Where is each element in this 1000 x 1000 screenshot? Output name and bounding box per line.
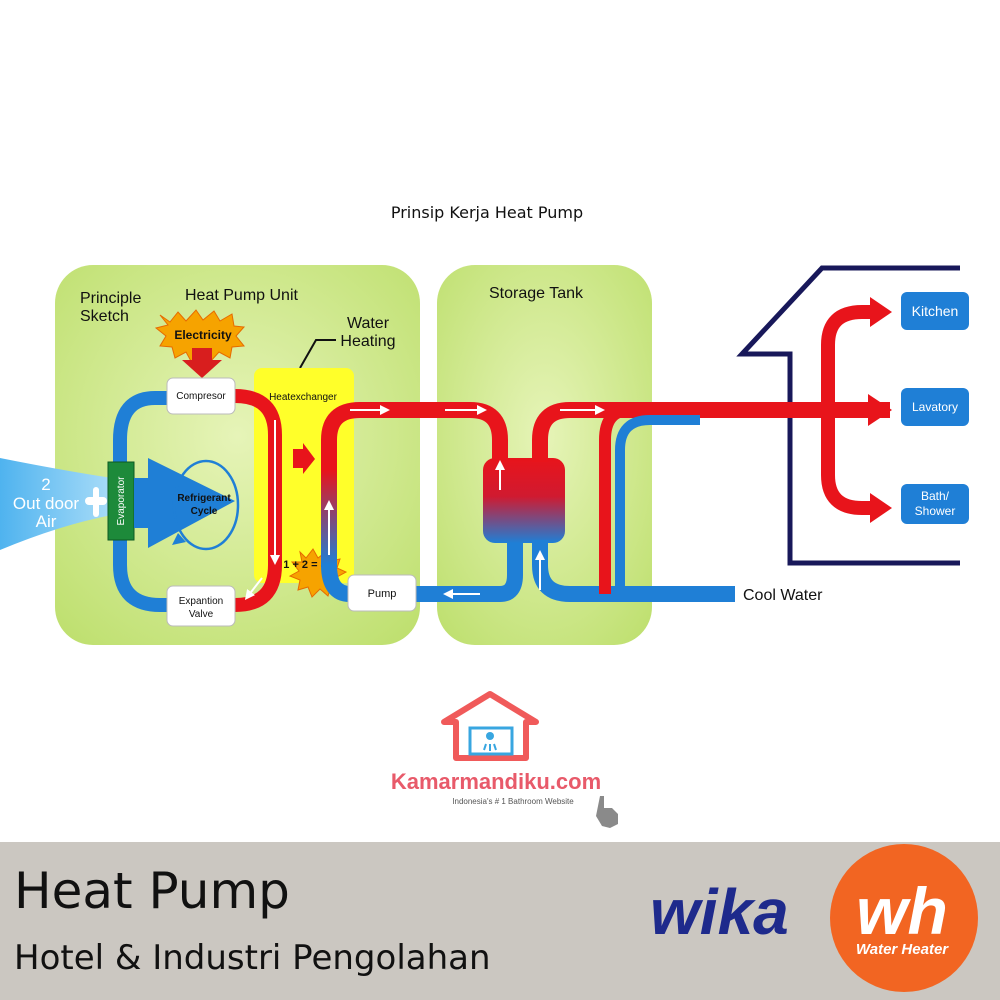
footer-banner: Heat Pump Hotel & Industri Pengolahan wi… [0,842,1000,1000]
refrigerant-label-2: Cycle [191,506,218,517]
bath-shower-button [901,484,969,524]
cool-water-bypass-red [599,404,631,594]
evaporator-big-arrow [134,458,235,548]
heat-pump-unit-label: Heat Pump Unit [185,287,298,304]
water-heating-label-1: Water [347,315,390,332]
cold-water-return-pipe [321,540,523,602]
water-heating-label-2: Heating [340,333,395,350]
distribution-pipe-kitchen [821,305,878,410]
compresor-box [166,377,236,415]
expansion-valve-label-1: Expantion [179,596,223,607]
lavatory-arrowhead [868,394,892,426]
cool-water-bypass-pipe [615,415,700,594]
storage-tank-label: Storage Tank [489,285,584,302]
compresor-label: Compresor [176,391,226,402]
house-outline [736,265,960,566]
lavatory-label: Lavatory [912,400,958,414]
kitchen-label: Kitchen [912,303,959,319]
bath-arrowhead [870,493,892,523]
house-logo-icon [441,691,539,761]
refrigerant-label-1: Refrigerant [177,493,231,504]
footer-subtitle: Hotel & Industri Pengolahan [14,938,491,978]
hot-water-pipe-to-tank [321,402,508,560]
wika-logo: wika wh Water Heater [650,844,978,992]
kitchen-button [901,292,969,330]
wh-badge-text: wh [856,874,948,948]
lavatory-button [901,388,969,426]
wh-badge-subtitle: Water Heater [856,941,949,958]
evaporator [107,461,135,541]
evaporator-label: Evaporator [116,476,127,526]
electricity-label: Electricity [174,328,232,342]
electricity-arrow [182,348,222,378]
kamarmandiku-tagline: Indonesia's # 1 Bathroom Website [452,797,574,806]
pump-box [347,574,417,612]
bath-label-2: Shower [915,504,956,518]
distribution-pipe-bath [821,410,878,515]
heatexchanger-label: Heatexchanger [269,392,337,403]
heat-transfer-arrow [293,443,315,474]
principle-sketch-label-1: Principle [80,290,141,307]
outdoor-air-flow [0,458,112,550]
shower-icon [486,732,494,740]
kitchen-arrowhead [870,297,892,327]
principle-sketch-label-2: Sketch [80,308,129,325]
hand-pointer-icon [596,796,618,828]
bath-label-1: Bath/ [921,489,950,503]
refrigerant-cycle-circle [172,459,240,551]
pump-label: Pump [368,588,397,600]
expansion-valve-label-2: Valve [189,609,214,620]
equation-label: 1 + 2 = 3 [283,559,326,571]
wh-badge [830,844,978,992]
kamarmandiku-brand: Kamarmandiku.com [391,769,601,794]
expansion-valve-box [166,585,236,627]
electricity-burst [154,309,246,364]
cool-water-label: Cool Water [743,587,823,604]
kamarmandiku-logo: Kamarmandiku.com Indonesia's # 1 Bathroo… [391,691,618,828]
wika-logo-text: wika [650,876,789,948]
outdoor-air-label-2: Out door [13,494,79,513]
outdoor-air-label-3: Air [36,512,57,531]
storage-tank [483,458,565,543]
diagram-title: Prinsip Kerja Heat Pump [391,203,583,222]
footer-title: Heat Pump [14,862,290,920]
outdoor-air-label-1: 2 [41,475,50,494]
water-heating-pointer [299,339,336,369]
